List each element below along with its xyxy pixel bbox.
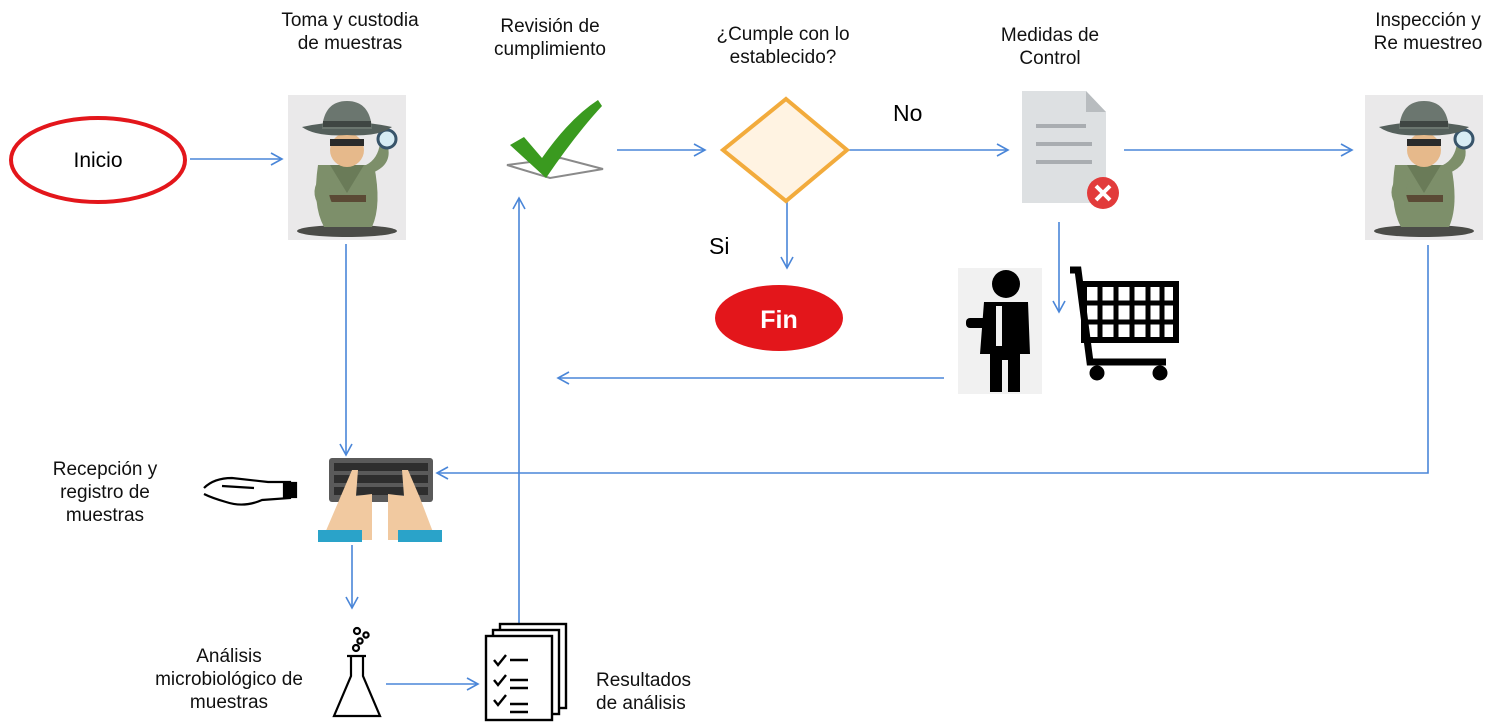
edge-label-no: No (893, 100, 922, 126)
keyboard-typing-icon (318, 458, 442, 542)
checkmark-icon (506, 100, 604, 180)
fin-label: Fin (760, 306, 798, 334)
decision-node (719, 96, 851, 204)
document-reject-icon (1022, 91, 1119, 209)
toma-muestras-label: Toma y custodia de muestras (281, 10, 419, 54)
inicio-node (9, 116, 187, 204)
medidas-label: Medidas de Control (1000, 25, 1100, 69)
recepcion-label: Recepción y registro de muestras (52, 459, 158, 526)
resultados-label: Resultados de análisis (596, 670, 692, 714)
edge-inspeccion-recepcion (435, 245, 1429, 480)
connectors (190, 143, 1429, 691)
detective-icon (286, 93, 408, 242)
inicio-label: Inicio (73, 149, 122, 172)
cumple-label: ¿Cumple con lo establecido? (716, 24, 850, 68)
flask-icon (332, 626, 382, 718)
shopping-cart-icon (1070, 266, 1179, 381)
hand-icon (203, 476, 298, 506)
analisis-label: Análisis microbiológico de muestras (155, 646, 303, 713)
person-icon (958, 268, 1042, 394)
inspeccion-label: Inspección y Re muestreo (1373, 10, 1483, 54)
checklist-icon (484, 622, 568, 722)
edge-label-si: Si (709, 233, 729, 259)
revision-label: Revisión de cumplimiento (494, 16, 606, 60)
fin-node (715, 285, 843, 351)
detective-icon (1363, 93, 1485, 242)
